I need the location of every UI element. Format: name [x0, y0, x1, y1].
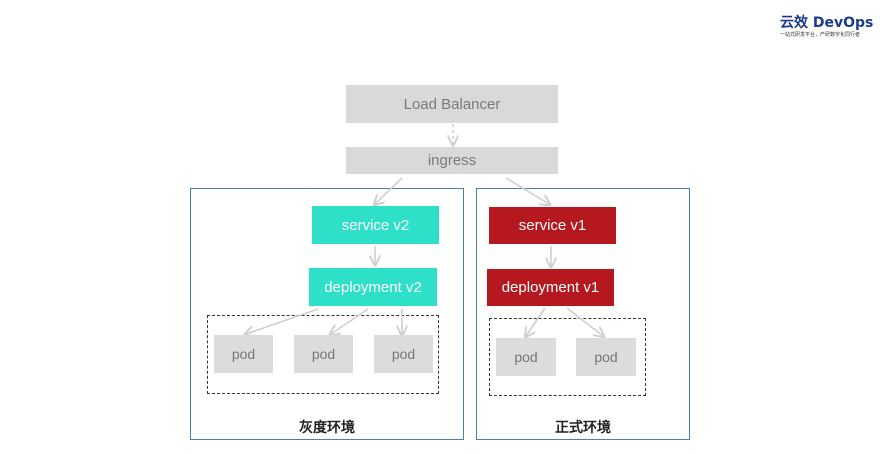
deployment-v1-label: deployment v1 — [501, 279, 600, 296]
gray-pod-2: pod — [294, 335, 353, 373]
gray-pod-1: pod — [214, 335, 273, 373]
load-balancer-node: Load Balancer — [346, 85, 558, 123]
deployment-v1-to-pod1-arrow — [526, 307, 546, 336]
load-balancer-label: Load Balancer — [403, 95, 501, 113]
gray-environment-panel — [190, 188, 464, 440]
service-v2-label: service v2 — [341, 216, 410, 234]
pod-label: pod — [391, 346, 416, 362]
prod-environment-panel — [476, 188, 690, 440]
pod-label: pod — [311, 346, 336, 362]
brand-logo: 云效 DevOps — [780, 15, 874, 31]
service-v1-label: service v1 — [518, 217, 587, 234]
service-v2-node: service v2 — [312, 206, 439, 244]
deployment-v1-node: deployment v1 — [487, 269, 614, 306]
prod-pod-group — [489, 318, 646, 396]
deployment-v2-label: deployment v2 — [324, 278, 422, 296]
gray-pod-group — [207, 315, 439, 394]
pod-label: pod — [231, 346, 256, 362]
deployment-v2-to-pod1-arrow — [246, 308, 319, 334]
prod-pod-1: pod — [496, 338, 556, 376]
deployment-v1-to-pod2-arrow — [566, 307, 603, 336]
deployment-v2-to-pod2-arrow — [331, 308, 369, 334]
service-v1-node: service v1 — [489, 207, 616, 244]
ingress-label: ingress — [427, 152, 477, 169]
prod-pod-2: pod — [576, 338, 636, 376]
prod-environment-label: 正式环境 — [555, 420, 611, 436]
pod-label: pod — [594, 349, 618, 365]
gray-pod-3: pod — [374, 335, 433, 373]
gray-environment-label: 灰度环境 — [299, 420, 355, 436]
deployment-v2-node: deployment v2 — [309, 268, 437, 306]
ingress-to-service-v2-arrow — [375, 177, 403, 204]
ingress-to-service-v1-arrow — [505, 177, 549, 204]
ingress-node: ingress — [346, 147, 558, 174]
pod-label: pod — [514, 349, 538, 365]
brand-tagline: 一站式研发平台，产研数字化同行者 — [780, 32, 861, 38]
